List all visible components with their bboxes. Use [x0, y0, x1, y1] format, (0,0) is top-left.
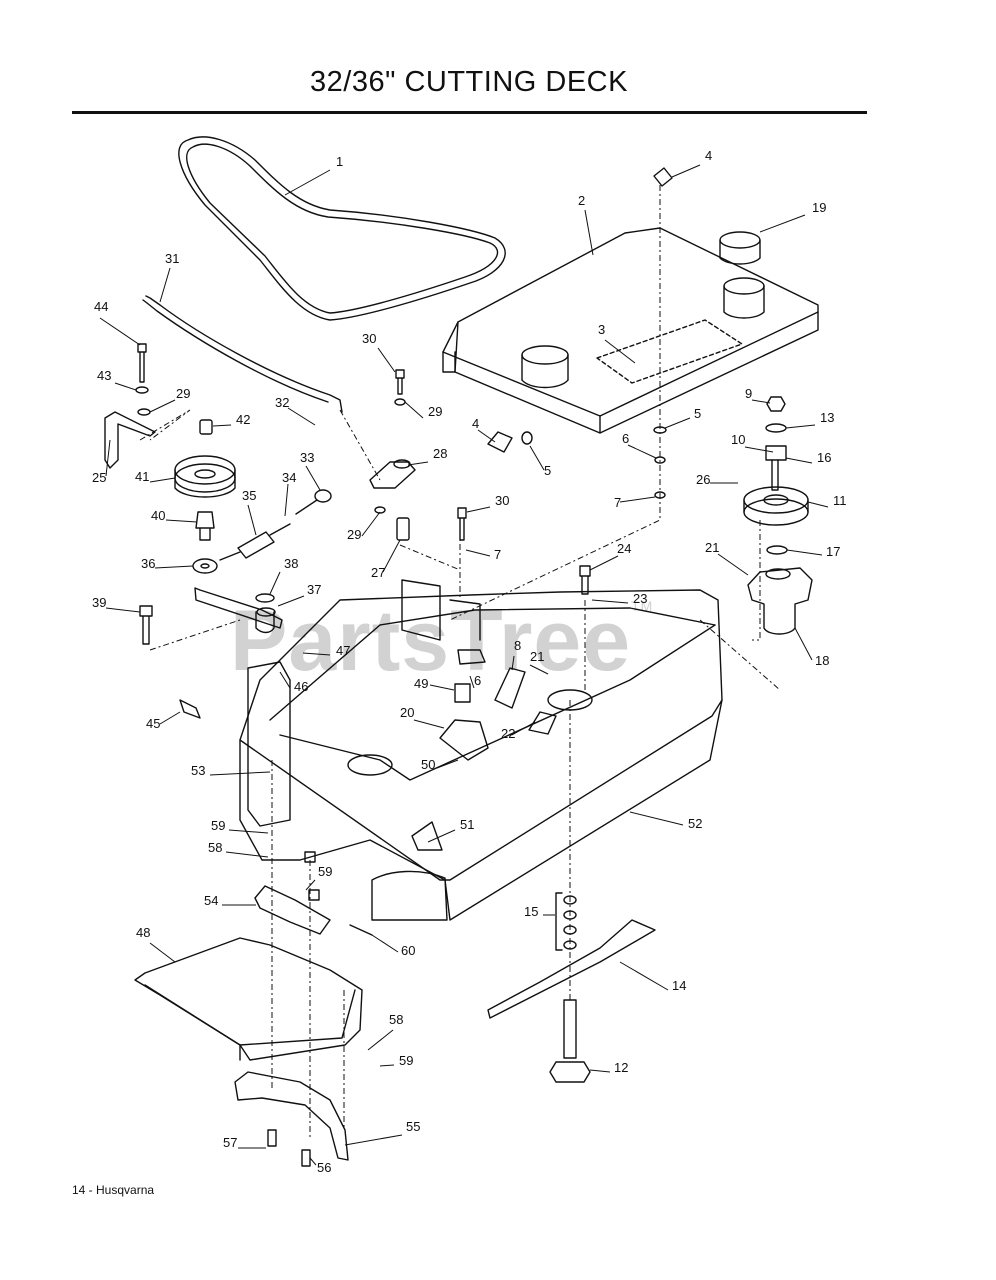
callout-8: 8	[514, 638, 521, 653]
callout-47: 47	[336, 643, 350, 658]
spindle-nut-9	[766, 396, 786, 412]
rod-31	[145, 295, 343, 413]
spindle-pulley-11	[743, 486, 809, 514]
callout-29: 29	[176, 386, 190, 401]
callout-48: 48	[136, 925, 150, 940]
callout-21: 21	[530, 649, 544, 664]
callout-56: 56	[317, 1160, 331, 1175]
callout-21: 21	[705, 540, 719, 555]
callout-57: 57	[223, 1135, 237, 1150]
callout-58: 58	[389, 1012, 403, 1027]
bracket-54	[254, 885, 331, 935]
callout-54: 54	[204, 893, 218, 908]
callout-46: 46	[294, 679, 308, 694]
bolt-12	[563, 999, 577, 1059]
callout-33: 33	[300, 450, 314, 465]
callout-59: 59	[211, 818, 225, 833]
bracket-20	[439, 719, 489, 761]
callout-36: 36	[141, 556, 155, 571]
callout-44: 44	[94, 299, 108, 314]
callout-20: 20	[400, 705, 414, 720]
spindle-hole-left	[347, 754, 393, 776]
callout-6: 6	[474, 673, 481, 688]
turnbuckle-35	[237, 531, 275, 559]
callout-58: 58	[208, 840, 222, 855]
callout-18: 18	[815, 653, 829, 668]
callout-4: 4	[472, 416, 479, 431]
callout-7: 7	[494, 547, 501, 562]
callout-1: 1	[336, 154, 343, 169]
callout-43: 43	[97, 368, 111, 383]
callout-37: 37	[307, 582, 321, 597]
callout-30: 30	[362, 331, 376, 346]
callout-27: 27	[371, 565, 385, 580]
callout-51: 51	[460, 817, 474, 832]
main-deck-52	[239, 589, 723, 881]
callout-28: 28	[433, 446, 447, 461]
callout-25: 25	[92, 470, 106, 485]
callout-39: 39	[92, 595, 106, 610]
callout-4: 4	[705, 148, 712, 163]
callout-32: 32	[275, 395, 289, 410]
bracket-55	[234, 1071, 349, 1161]
callout-11: 11	[833, 493, 847, 508]
callout-5: 5	[544, 463, 551, 478]
callout-23: 23	[633, 591, 647, 606]
callout-19: 19	[812, 200, 826, 215]
callout-26: 26	[696, 472, 710, 487]
callout-24: 24	[617, 541, 631, 556]
callout-14: 14	[672, 978, 686, 993]
front-plate	[247, 661, 291, 827]
callout-6: 6	[622, 431, 629, 446]
callout-38: 38	[284, 556, 298, 571]
idler-arm-37	[194, 587, 283, 629]
page-title: 32/36" CUTTING DECK	[310, 66, 628, 98]
callout-41: 41	[135, 469, 149, 484]
callout-60: 60	[401, 943, 415, 958]
callout-55: 55	[406, 1119, 420, 1134]
callout-31: 31	[165, 251, 179, 266]
callout-45: 45	[146, 716, 160, 731]
callout-53: 53	[191, 763, 205, 778]
callout-52: 52	[688, 816, 702, 831]
callout-16: 16	[817, 450, 831, 465]
bracket-25	[104, 411, 156, 469]
spindle-housing-18	[747, 567, 813, 635]
blade-14	[487, 919, 656, 1019]
callout-5: 5	[694, 406, 701, 421]
callout-29: 29	[347, 527, 361, 542]
callout-42: 42	[236, 412, 250, 427]
page-footer: 14 - Husqvarna	[72, 1183, 155, 1197]
callout-35: 35	[242, 488, 256, 503]
callout-59: 59	[399, 1053, 413, 1068]
callout-49: 49	[414, 676, 428, 691]
callout-15: 15	[524, 904, 538, 919]
title-rule	[72, 111, 867, 114]
callout-50: 50	[421, 757, 435, 772]
callout-3: 3	[598, 322, 605, 337]
callout-7: 7	[614, 495, 621, 510]
callout-10: 10	[731, 432, 745, 447]
chute-48	[134, 937, 363, 1061]
callout-12: 12	[614, 1060, 628, 1075]
decal-3	[596, 319, 743, 384]
deck-cover	[454, 227, 819, 434]
watermark-tm: TM	[631, 598, 654, 614]
callout-2: 2	[578, 193, 585, 208]
callout-17: 17	[826, 544, 840, 559]
belt-part	[178, 136, 506, 321]
callout-30: 30	[495, 493, 509, 508]
callout-34: 34	[282, 470, 296, 485]
callout-59: 59	[318, 864, 332, 879]
callout-13: 13	[820, 410, 834, 425]
callout-29: 29	[428, 404, 442, 419]
callout-9: 9	[745, 386, 752, 401]
callout-22: 22	[501, 726, 515, 741]
arm-28	[369, 461, 416, 489]
callout-40: 40	[151, 508, 165, 523]
